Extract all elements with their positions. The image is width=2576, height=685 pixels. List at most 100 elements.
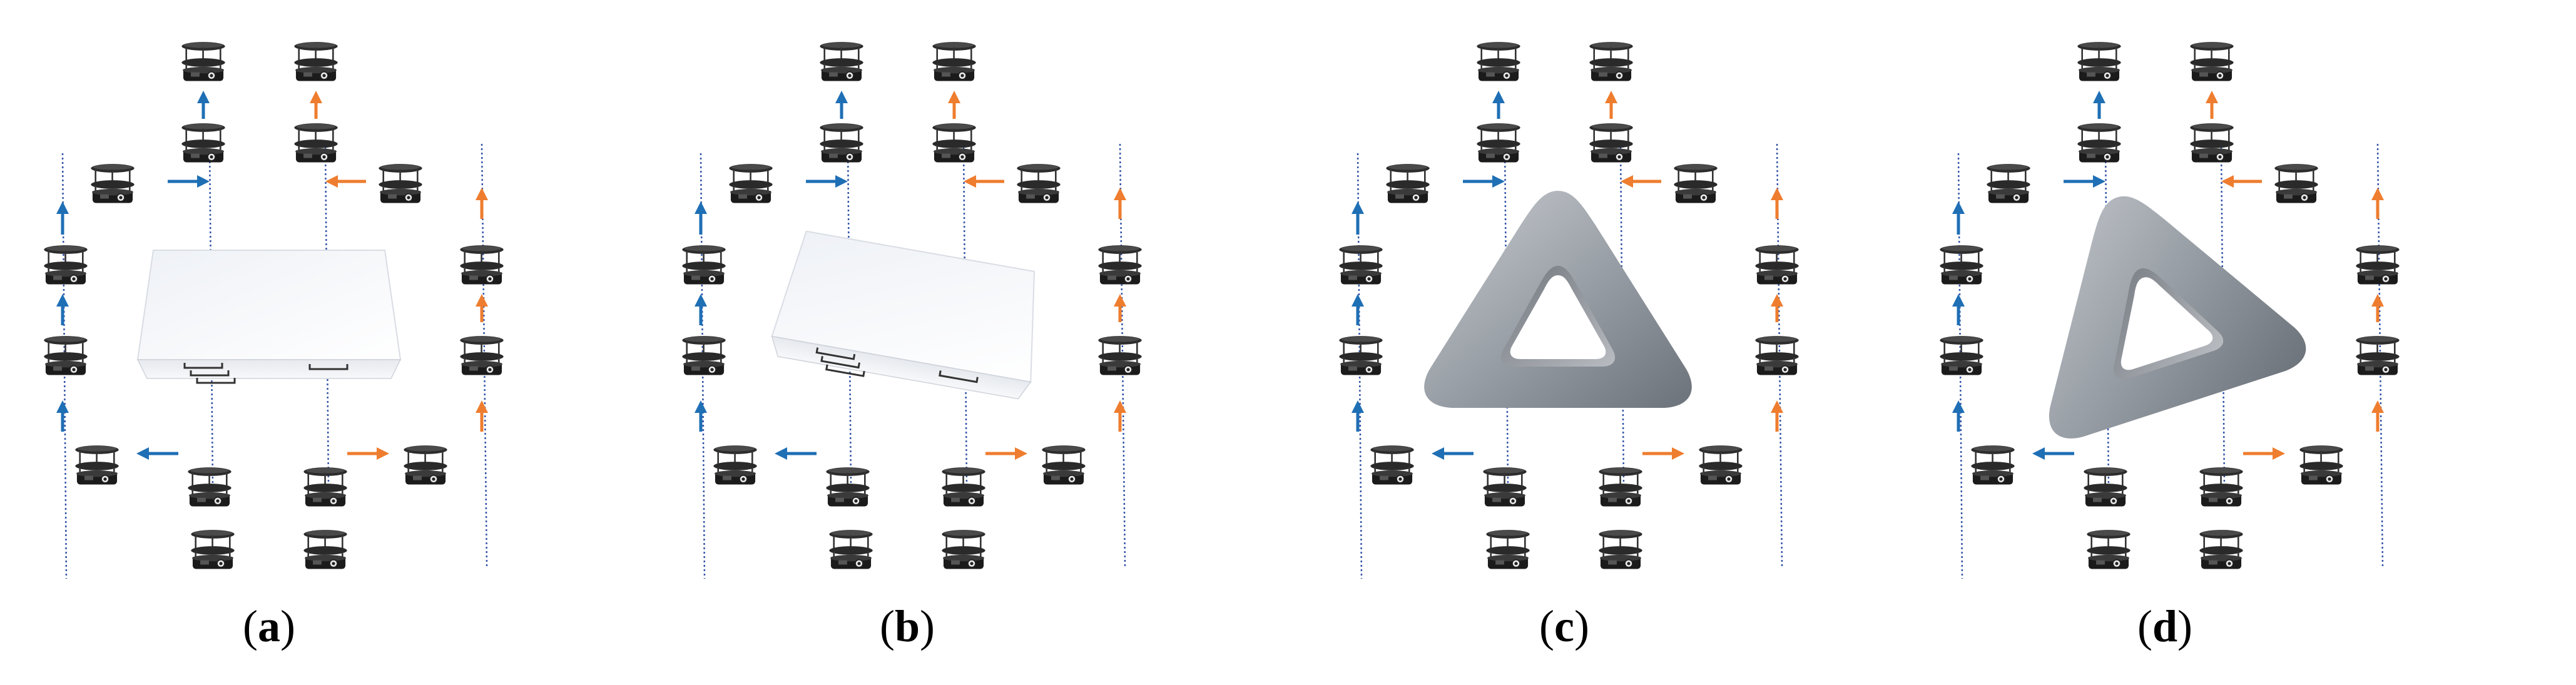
caption-close-paren: ) <box>2177 601 2192 651</box>
mobile-robot-icon <box>1598 529 1643 570</box>
mobile-robot-icon <box>1041 445 1086 485</box>
caption-letter: c <box>1554 601 1574 651</box>
motion-arrow-head <box>1492 175 1505 188</box>
motion-arrow-head <box>1492 91 1505 103</box>
mobile-robot-icon <box>2083 467 2128 507</box>
cabinet-load-icon <box>771 230 1036 400</box>
motion-arrow-head <box>56 201 69 214</box>
motion-arrow-head <box>1114 400 1126 413</box>
mobile-robot-icon <box>1016 163 1061 204</box>
cabinet-handle <box>190 370 230 377</box>
motion-arrow-head <box>476 400 488 413</box>
mobile-robot-icon <box>681 245 726 285</box>
motion-arrow-head <box>695 294 707 307</box>
motion-arrow-head <box>2093 175 2105 188</box>
panel-b-caption: (b) <box>880 601 935 651</box>
mobile-robot-icon <box>2355 335 2400 376</box>
mobile-robot-icon <box>403 445 448 485</box>
caption-close-paren: ) <box>280 601 295 651</box>
motion-arrow-head <box>948 91 960 103</box>
mobile-robot-icon <box>681 335 726 376</box>
mobile-robot-icon <box>2274 163 2319 204</box>
motion-arrow-head <box>56 400 69 413</box>
motion-arrow-head <box>325 175 338 188</box>
triangle-ring-load-icon <box>1424 191 1692 408</box>
motion-arrow-head <box>695 201 707 214</box>
mobile-robot-icon <box>293 123 339 163</box>
motion-arrow-head <box>1114 294 1126 307</box>
mobile-robot-icon <box>1754 335 1800 376</box>
mobile-robot-icon <box>941 467 986 507</box>
mobile-robot-icon <box>459 335 504 376</box>
motion-arrow-head <box>56 294 69 307</box>
mobile-robot-icon <box>2189 123 2234 163</box>
motion-arrow-head <box>197 91 210 103</box>
motion-arrow-head <box>1672 447 1684 460</box>
cabinet-handle <box>308 364 349 370</box>
mobile-robot-icon <box>43 335 88 376</box>
mobile-robot-icon <box>1939 335 1984 376</box>
motion-arrow-head <box>310 91 322 103</box>
caption-open-paren: ( <box>243 601 258 651</box>
mobile-robot-icon <box>1589 123 1634 163</box>
triangle-ring-load-icon <box>2049 196 2306 439</box>
mobile-robot-icon <box>378 163 423 204</box>
caption-close-paren: ) <box>1574 601 1589 651</box>
mobile-robot-icon <box>819 41 864 82</box>
mobile-robot-icon <box>303 529 348 570</box>
cabinet-front-face <box>136 359 402 379</box>
mobile-robot-icon <box>1097 335 1143 376</box>
mobile-robot-icon <box>2077 41 2122 82</box>
motion-arrow-head <box>2371 400 2384 413</box>
mobile-robot-icon <box>181 123 226 163</box>
motion-arrow-head <box>1771 188 1783 200</box>
mobile-robot-icon <box>932 123 977 163</box>
caption-close-paren: ) <box>920 601 935 651</box>
motion-arrow-head <box>1952 294 1965 307</box>
motion-arrow-head <box>1605 91 1617 103</box>
motion-arrow-head <box>1015 447 1027 460</box>
panel-d <box>1939 41 2400 579</box>
caption-letter: d <box>2152 601 2177 651</box>
motion-arrow-head <box>136 447 149 460</box>
motion-arrow-head <box>1352 201 1364 214</box>
motion-arrow-head <box>1432 447 1444 460</box>
motion-arrow-head <box>377 447 389 460</box>
motion-arrow-head <box>2093 91 2105 103</box>
triangle-inner-hole <box>1510 275 1606 359</box>
mobile-robot-icon <box>932 41 977 82</box>
mobile-robot-icon <box>828 529 873 570</box>
panel-b <box>681 41 1143 579</box>
panels-layer <box>43 41 2400 579</box>
mobile-robot-icon <box>819 123 864 163</box>
mobile-robot-icon <box>1476 123 1521 163</box>
motion-arrow-head <box>2371 188 2384 200</box>
motion-arrow-head <box>835 175 848 188</box>
mobile-robot-icon <box>187 467 232 507</box>
cabinet-handle <box>820 355 860 369</box>
motion-arrow-head <box>476 188 488 200</box>
mobile-robot-icon <box>90 163 135 204</box>
mobile-robot-icon <box>74 445 120 485</box>
motion-arrow-head <box>1352 294 1364 307</box>
mobile-robot-icon <box>1482 467 1527 507</box>
mobile-robot-icon <box>1986 163 2031 204</box>
mobile-robot-icon <box>293 41 339 82</box>
caption-letter: a <box>258 601 280 651</box>
mobile-robot-icon <box>43 245 88 285</box>
caption-open-paren: ( <box>2137 601 2152 651</box>
caption-open-paren: ( <box>1539 601 1554 651</box>
motion-arrow-head <box>775 447 787 460</box>
triangle-inner-hole <box>2120 277 2213 370</box>
motion-arrow-head <box>695 400 707 413</box>
mobile-robot-icon <box>1097 245 1143 285</box>
mobile-robot-icon <box>2077 123 2122 163</box>
mobile-robot-icon <box>2199 467 2244 507</box>
motion-arrow-head <box>1114 188 1126 200</box>
mobile-robot-icon <box>1970 445 2015 485</box>
motion-arrow-head <box>1771 400 1783 413</box>
motion-arrow-head <box>476 294 488 307</box>
mobile-robot-icon <box>2189 41 2234 82</box>
cabinet-front-face <box>771 335 1032 400</box>
